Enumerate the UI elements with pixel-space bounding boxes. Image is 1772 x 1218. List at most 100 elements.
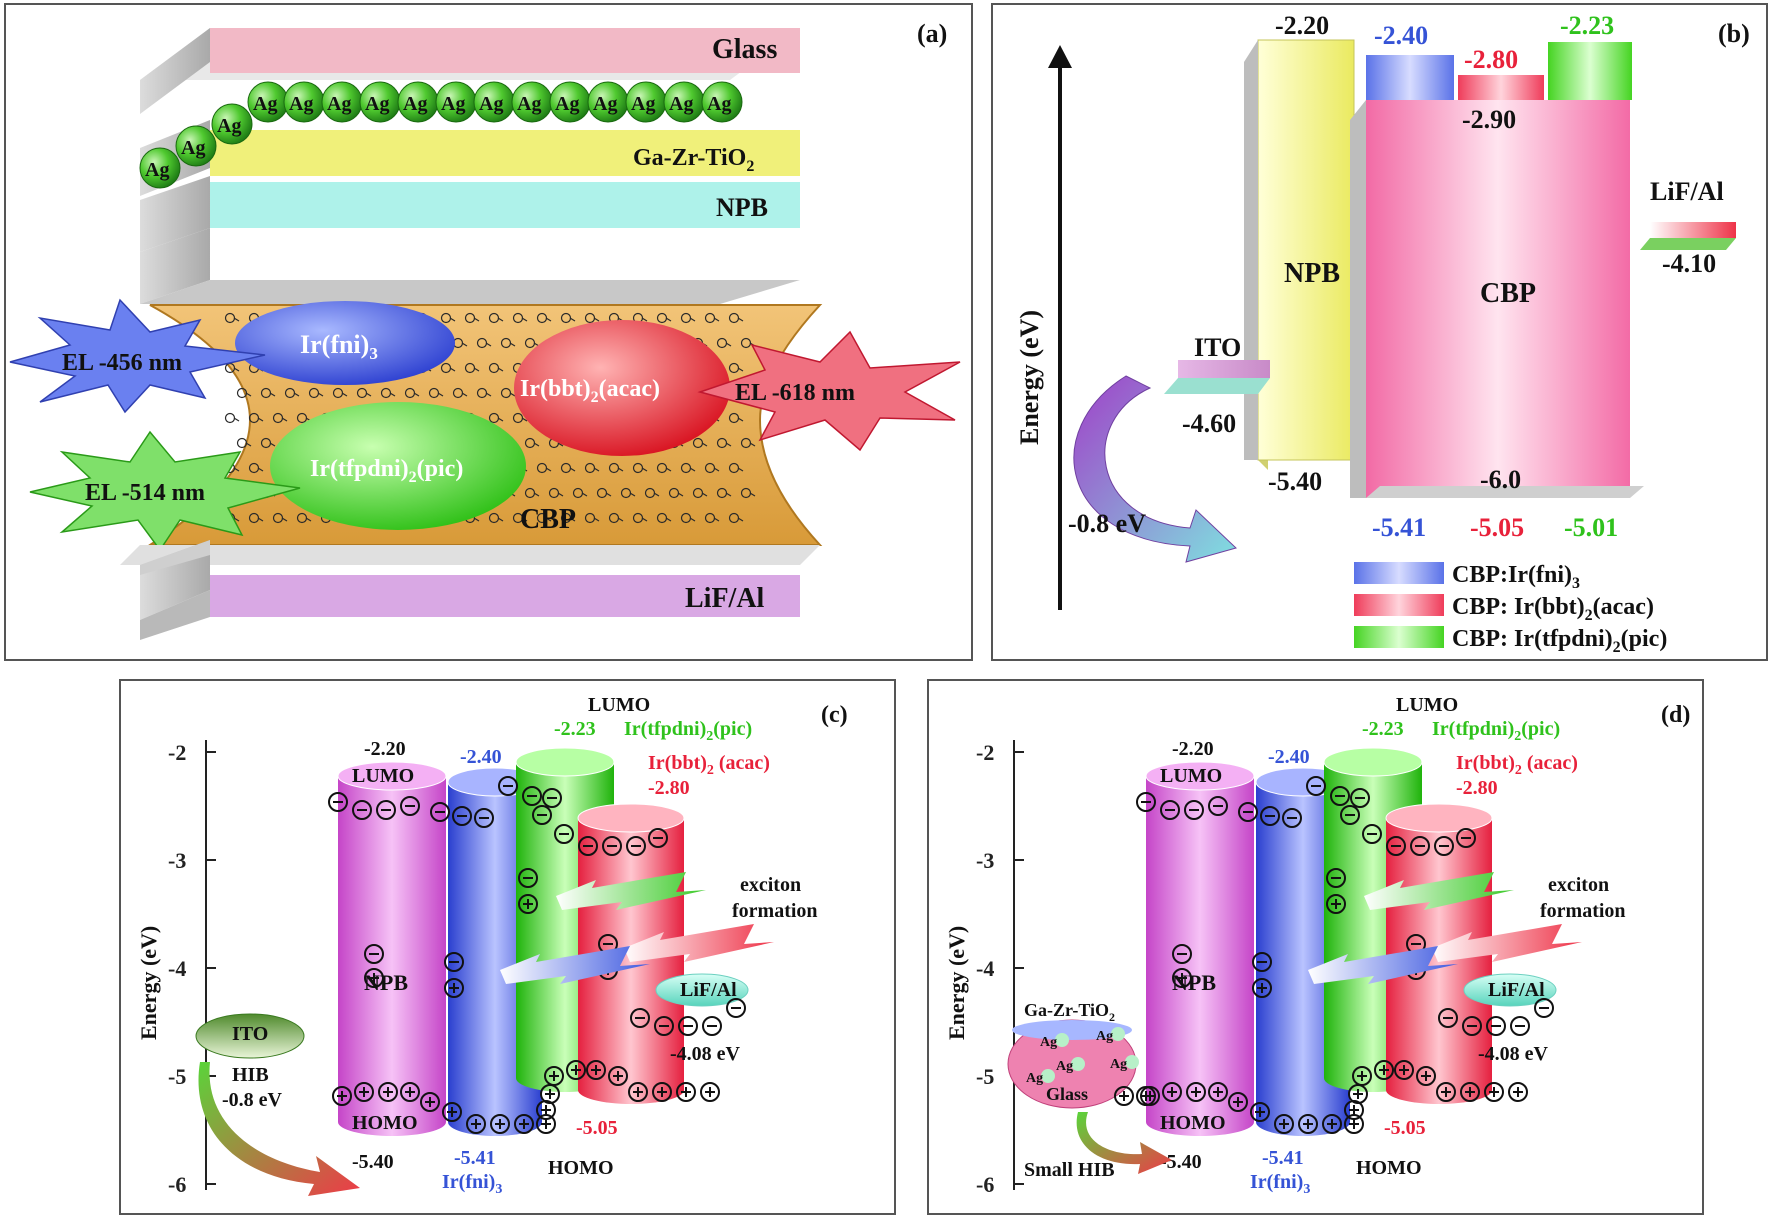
hole-symbol <box>1484 1082 1504 1102</box>
hole-symbol <box>700 1082 720 1102</box>
exciton-label-1: exciton <box>1548 874 1609 896</box>
ag-label: Ag <box>517 93 541 115</box>
tfpdni-lumo-val: -2.23 <box>1362 718 1404 740</box>
bbt-lumo-bar <box>1458 75 1544 100</box>
hole-symbol <box>1298 1114 1318 1134</box>
bbt-cylinder-top-cap <box>1385 803 1493 833</box>
cbp-label-b: CBP <box>1480 278 1536 309</box>
ag-label: Ag <box>669 93 693 115</box>
hole-symbol <box>608 1066 628 1086</box>
bbt-lumo-val: -2.80 <box>1456 777 1498 799</box>
ir-bbt-ellipse <box>514 320 730 456</box>
hole-symbol <box>628 1082 648 1102</box>
gzt-label: Ga-Zr-TiO2 <box>633 145 754 175</box>
el-514-label: EL -514 nm <box>85 480 205 506</box>
lif-val-b: -4.10 <box>1662 249 1716 278</box>
hole-symbol <box>1252 978 1272 998</box>
el-456-burst <box>9 298 266 414</box>
legend-item-bbt: CBP: Ir(bbt)2(acac) <box>1452 594 1654 624</box>
electron-symbol <box>1462 1016 1482 1036</box>
ag-label-d: Ag <box>1056 1059 1073 1074</box>
electron-symbol <box>1184 800 1204 820</box>
ito-bar <box>1178 360 1270 378</box>
bbt-name: Ir(bbt)2 (acac) <box>648 752 770 778</box>
panel-label: (d) <box>1661 702 1690 728</box>
electron-symbol <box>1386 836 1406 856</box>
ag-label: Ag <box>479 93 503 115</box>
hole-symbol <box>1374 1060 1394 1080</box>
tfpdni-lumo-val: -2.23 <box>554 718 596 740</box>
electron-symbol <box>1350 788 1370 808</box>
fni-cylinder-bottom-cap <box>448 1108 542 1136</box>
red-energy-arrow <box>1432 924 1582 962</box>
green-energy-arrow <box>1364 872 1514 910</box>
bbt-cylinder-bottom-cap <box>578 1076 684 1104</box>
npb-bar <box>1257 39 1355 461</box>
energy-axis-label: Energy (eV) <box>944 926 969 1040</box>
fni-lumo-b: -2.40 <box>1374 21 1428 50</box>
ag-dot <box>1055 1033 1069 1047</box>
panel-label: (c) <box>821 702 848 728</box>
lif-label-a: LiF/Al <box>685 583 765 614</box>
electron-symbol <box>1172 944 1192 964</box>
ag-label: Ag <box>289 93 313 115</box>
ag-label-d: Ag <box>1096 1029 1113 1044</box>
electron-symbol <box>498 776 518 796</box>
hole-symbol <box>420 1092 440 1112</box>
electron-symbol <box>1438 1008 1458 1028</box>
fni-homo-b: -5.41 <box>1372 513 1426 542</box>
electron-symbol <box>578 836 598 856</box>
electron-symbol <box>430 802 450 822</box>
hole-symbol <box>1436 1082 1456 1102</box>
hole-symbol <box>1172 968 1192 988</box>
electron-symbol <box>518 868 538 888</box>
y-tick-label: -4 <box>976 956 994 981</box>
red-energy-arrow <box>624 924 774 962</box>
hole-symbol <box>400 1082 420 1102</box>
lumo-top-title: LUMO <box>588 694 650 716</box>
homo-bottom-label: HOMO <box>1356 1157 1422 1179</box>
npb-homo-val: -5.40 <box>1160 1151 1202 1173</box>
hole-symbol <box>586 1060 606 1080</box>
electron-symbol <box>364 944 384 964</box>
electron-symbol <box>1486 1016 1506 1036</box>
electron-symbol <box>474 808 494 828</box>
lif-label-b: LiF/Al <box>1650 177 1724 206</box>
legend-item-tfp: CBP: Ir(tfpdni)2(pic) <box>1452 626 1667 656</box>
npb-homo-val: -5.40 <box>352 1151 394 1173</box>
hib-curve-arrow-b <box>1073 375 1237 563</box>
ag-label: Ag <box>441 93 465 115</box>
electron-symbol <box>1306 776 1326 796</box>
electron-symbol <box>602 836 622 856</box>
fni-lumo-bar <box>1366 55 1454 100</box>
electron-symbol <box>542 788 562 808</box>
ag-nanoparticle <box>175 125 217 167</box>
ag-nanoparticle <box>139 147 181 189</box>
legend-b: CBP:Ir(fni)3 CBP: Ir(bbt)2(acac) CBP: Ir… <box>1354 562 1667 656</box>
bbt-name: Ir(bbt)2 (acac) <box>1456 752 1578 778</box>
ag-nanoparticle <box>701 81 743 123</box>
hole-symbol <box>1322 1114 1342 1134</box>
hole-symbol <box>364 968 384 988</box>
electron-symbol <box>1160 800 1180 820</box>
energy-axis-label: Energy (eV) <box>136 926 161 1040</box>
ag-nanoparticle <box>211 103 253 145</box>
tfp-homo-b: -5.01 <box>1564 513 1618 542</box>
electron-symbol <box>1340 805 1360 825</box>
ag-label: Ag <box>631 93 655 115</box>
electron-symbol <box>554 824 574 844</box>
npb-cylinder <box>1146 776 1254 1122</box>
el-618-label: EL -618 nm <box>735 380 855 406</box>
ito-label-b: ITO <box>1194 333 1241 362</box>
blue-energy-arrow <box>500 946 650 984</box>
hole-symbol <box>1250 1102 1270 1122</box>
hole-symbol <box>354 1082 374 1102</box>
hole-symbol <box>1460 1082 1480 1102</box>
ito-bar-side <box>1164 378 1270 394</box>
ag-label: Ag <box>217 115 241 137</box>
green-energy-arrow <box>556 872 706 910</box>
electron-symbol <box>1282 808 1302 828</box>
tfpdni-cylinder-top-cap <box>515 747 615 777</box>
